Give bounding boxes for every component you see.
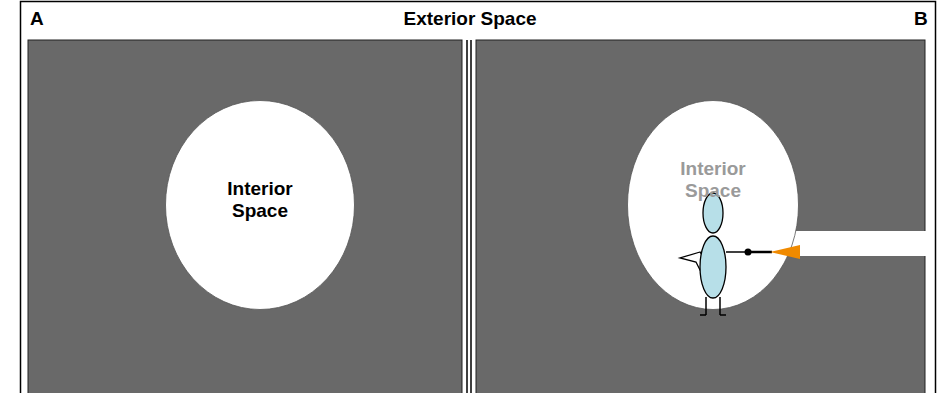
exterior-panel-a bbox=[28, 40, 462, 393]
figure-leg bbox=[719, 297, 721, 315]
panel-letter: B bbox=[914, 8, 928, 30]
figure-foot bbox=[700, 314, 706, 316]
weapon-barrel bbox=[748, 251, 772, 254]
panel-letter: A bbox=[30, 8, 44, 30]
region-label: Interior Space bbox=[668, 158, 758, 202]
divider-line bbox=[470, 40, 472, 393]
figure-body bbox=[700, 236, 726, 298]
outer-frame bbox=[21, 2, 936, 393]
region-label: Exterior Space bbox=[404, 8, 537, 30]
figure-foot bbox=[720, 314, 726, 316]
divider-line bbox=[466, 40, 468, 393]
interior-space-circle: Interior Space bbox=[165, 100, 355, 310]
region-label: Interior Space bbox=[215, 178, 305, 222]
exterior-panel-b bbox=[476, 40, 925, 393]
figure-leg bbox=[705, 297, 707, 315]
weapon-grip bbox=[745, 249, 752, 256]
